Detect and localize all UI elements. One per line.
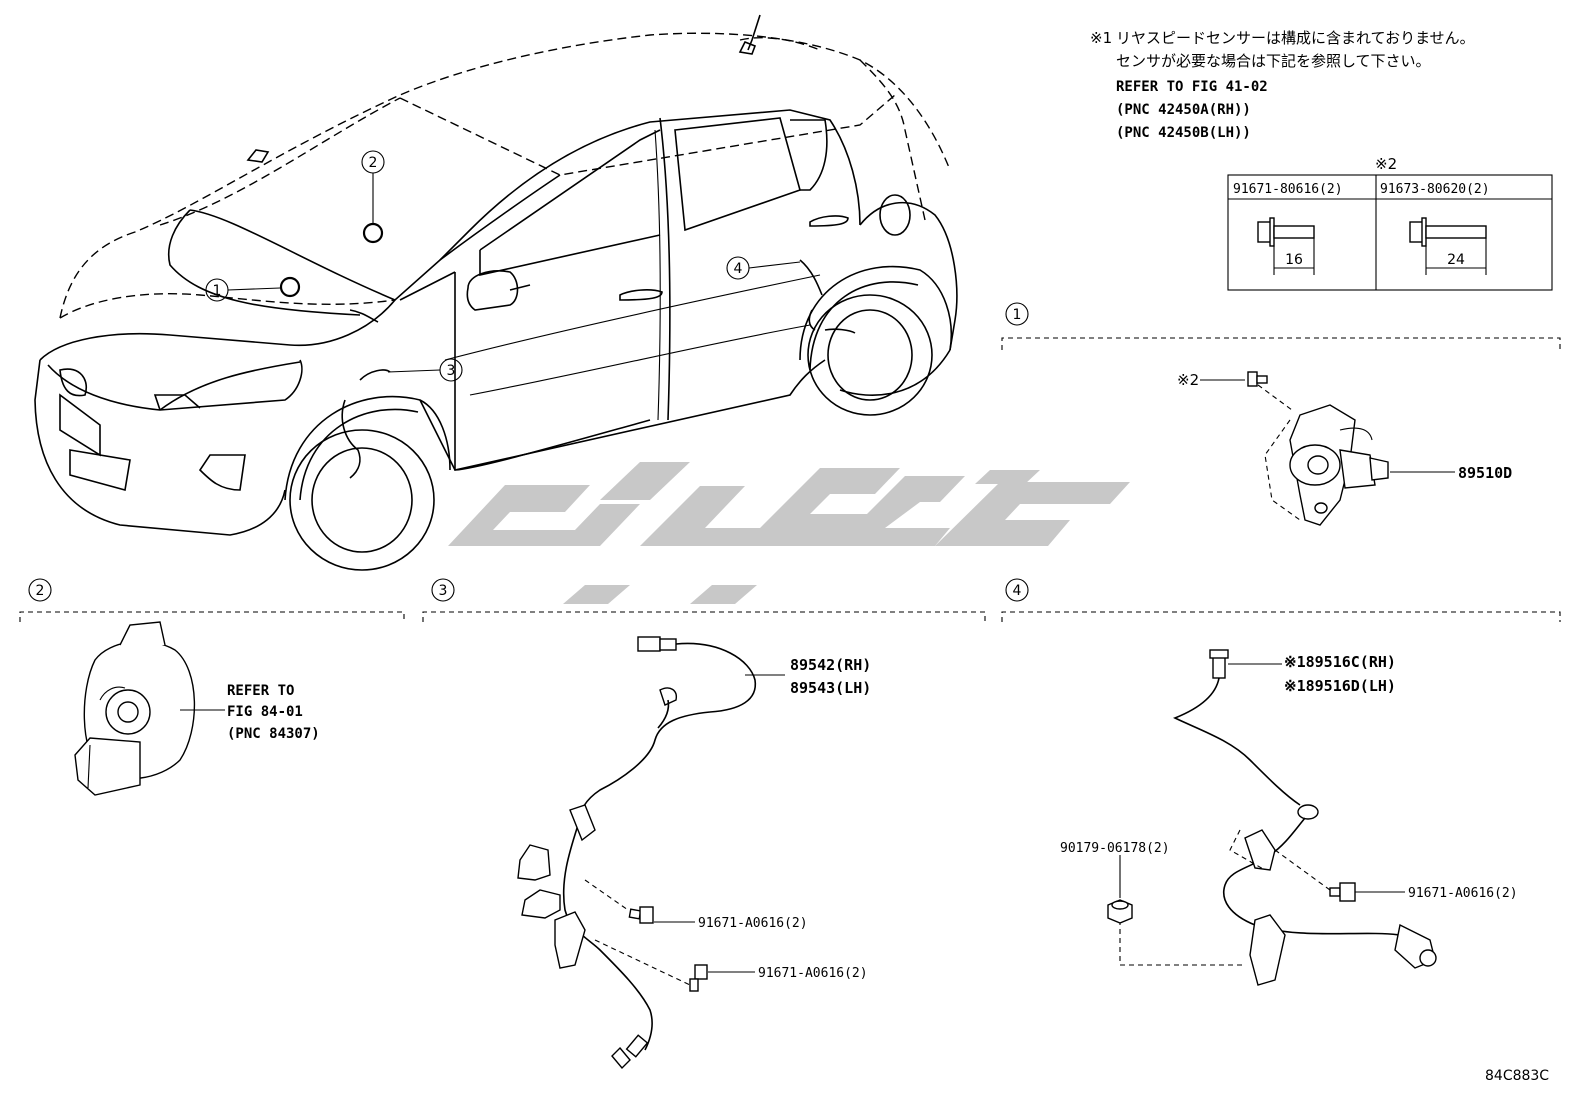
svg-text:91673-80620(2): 91673-80620(2) (1380, 182, 1490, 197)
section-3: 3 91671-A0616(2) (422, 578, 986, 1070)
svg-text:※1: ※1 (1090, 29, 1112, 47)
figure-code: 84C883C (1485, 1068, 1549, 1084)
bolt-16-icon: 16 (1257, 217, 1315, 275)
svg-text:3: 3 (439, 583, 448, 599)
svg-text:91671-A0616(2): 91671-A0616(2) (758, 966, 868, 981)
svg-text:2: 2 (36, 583, 45, 599)
svg-text:89542(RH): 89542(RH) (790, 656, 871, 674)
callout-1-car: 1 (205, 278, 281, 302)
svg-text:1: 1 (213, 283, 222, 299)
svg-text:(PNC 42450A(RH)): (PNC 42450A(RH)) (1116, 102, 1251, 118)
spiral-cable-icon (74, 621, 196, 796)
sensor-bolt-icon (1247, 371, 1268, 387)
bolt-a0616-icon (628, 906, 654, 924)
section-1: 1 ※2 89510D (1001, 302, 1561, 526)
svg-text:89510D: 89510D (1458, 464, 1512, 482)
callout-3-car: 3 (387, 358, 463, 382)
callout-4-car: 4 (726, 256, 801, 280)
bracket-icon (517, 804, 596, 969)
svg-text:90179-06178(2): 90179-06178(2) (1060, 841, 1170, 856)
svg-text:※189516C(RH): ※189516C(RH) (1284, 653, 1396, 671)
rear-bolt-icon (1329, 882, 1356, 902)
svg-text:91671-80616(2): 91671-80616(2) (1233, 182, 1343, 197)
bolt-a0616-icon-2 (689, 964, 708, 992)
front-speed-sensor-icon (611, 1034, 649, 1070)
section-4: 4 90179-06178(2) (1001, 578, 1561, 986)
callout-2-car: 2 (361, 150, 385, 223)
svg-text:※2: ※2 (1177, 371, 1199, 389)
section-2: 2 REFER TO FIG 84-01 (PNC 84307) (19, 578, 405, 796)
svg-text:センサが必要な場合は下記を参照して下さい。: センサが必要な場合は下記を参照して下さい。 (1116, 52, 1431, 70)
svg-text:FIG 84-01: FIG 84-01 (227, 704, 303, 720)
svg-text:(PNC 84307): (PNC 84307) (227, 726, 320, 742)
rear-sensor-note: ※1 リヤスピードセンサーは構成に含まれておりません。 センサが必要な場合は下記… (1090, 29, 1475, 141)
bolt-24-icon: 24 (1409, 217, 1487, 275)
svg-text:REFER TO FIG 41-02: REFER TO FIG 41-02 (1116, 79, 1268, 95)
svg-text:※2: ※2 (1375, 155, 1397, 173)
svg-text:※189516D(LH): ※189516D(LH) (1284, 677, 1396, 695)
front-sensor-connector-icon (637, 636, 677, 652)
svg-text:24: 24 (1447, 252, 1465, 268)
watermark-logo (448, 462, 1130, 604)
rear-speed-sensor-icon (1394, 923, 1437, 969)
svg-text:91671-A0616(2): 91671-A0616(2) (698, 916, 808, 931)
svg-text:(PNC 42450B(LH)): (PNC 42450B(LH)) (1116, 125, 1251, 141)
svg-text:REFER TO: REFER TO (227, 683, 294, 699)
svg-text:16: 16 (1285, 252, 1303, 268)
svg-text:91671-A0616(2): 91671-A0616(2) (1408, 886, 1518, 901)
svg-text:2: 2 (369, 155, 378, 171)
svg-text:4: 4 (734, 261, 743, 277)
car-illustration (34, 14, 958, 571)
svg-text:4: 4 (1013, 583, 1022, 599)
svg-text:1: 1 (1013, 307, 1022, 323)
bolt-table: ※2 91671-80616(2) 91673-80620(2) 16 24 (1227, 155, 1553, 291)
height-sensor-icon (1289, 404, 1389, 526)
nut-icon (1107, 899, 1133, 924)
svg-text:89543(LH): 89543(LH) (790, 679, 871, 697)
rear-bracket-icon (1244, 829, 1286, 986)
svg-text:リヤスピードセンサーは構成に含まれておりません。: リヤスピードセンサーは構成に含まれておりません。 (1116, 29, 1475, 47)
svg-text:3: 3 (447, 363, 456, 379)
rear-sensor-connector-icon (1209, 649, 1229, 679)
